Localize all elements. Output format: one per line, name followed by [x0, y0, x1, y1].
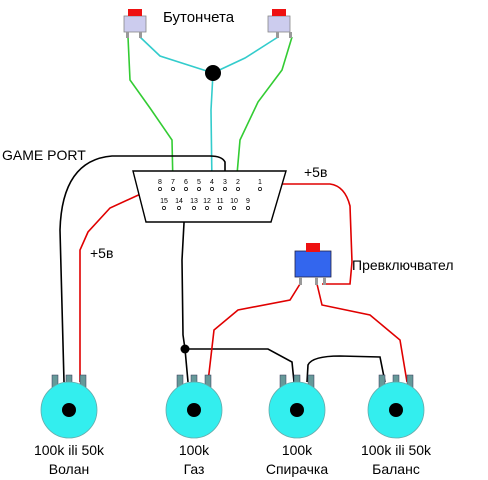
push-button-right — [267, 9, 292, 38]
pin-hole — [210, 187, 214, 191]
pin-label: 9 — [246, 198, 250, 205]
pins-top-row: 8 7 6 5 4 3 2 1 — [158, 179, 262, 191]
pin-label: 6 — [184, 179, 188, 186]
pin-label: 11 — [216, 198, 223, 205]
pin-label: 4 — [210, 179, 214, 186]
push-button-left — [123, 9, 147, 38]
cyan-wire-down — [210, 72, 214, 187]
junction-dot-buttons — [205, 65, 221, 81]
pot-value-label: 100k — [282, 442, 313, 458]
pin-label: 2 — [236, 179, 240, 186]
pin-label: 13 — [190, 198, 198, 205]
game-port-label: GAME PORT — [2, 147, 86, 163]
pot-name-label: Волан — [49, 461, 90, 477]
pin-label: 1 — [258, 179, 262, 186]
toggle-switch — [294, 243, 332, 285]
pin-hole — [197, 187, 201, 191]
black-wire-gas — [181, 185, 189, 383]
pin-label: 14 — [175, 198, 183, 205]
pin-hole — [158, 187, 162, 191]
red-wire-plus5-top — [259, 183, 353, 285]
pin-hole — [162, 206, 166, 210]
pot-shaft — [62, 403, 76, 417]
switch-label: Превключвател — [352, 257, 454, 273]
pin-hole — [223, 187, 227, 191]
pin-label: 7 — [171, 179, 175, 186]
pin-label: 10 — [230, 198, 238, 205]
pin-label: 5 — [197, 179, 201, 186]
green-wire-left — [127, 36, 174, 187]
pin-label: 3 — [223, 179, 227, 186]
black-wire-balance — [306, 355, 386, 383]
pot-shaft — [187, 403, 201, 417]
pin-label: 12 — [203, 198, 211, 205]
plus5-top-label: +5в — [304, 164, 327, 180]
pin-hole — [258, 187, 262, 191]
green-wire-right — [235, 36, 293, 187]
red-wire-switch-balance — [316, 283, 408, 383]
pins-bottom-row: 15 14 13 12 11 10 9 — [160, 198, 250, 210]
pot-name-label: Спирачка — [266, 461, 329, 477]
pot-value-label: 100k ili 50k — [361, 442, 432, 458]
red-wire-plus5-left — [79, 191, 146, 382]
cyan-wire-left — [139, 36, 214, 74]
junction-dot-ground — [180, 344, 190, 354]
pot-value-label: 100k ili 50k — [34, 442, 105, 458]
cyan-wire-right — [212, 36, 279, 74]
pin-hole — [171, 187, 175, 191]
pin-hole — [177, 206, 181, 210]
pin-label: 8 — [158, 179, 162, 186]
pin-hole — [184, 187, 188, 191]
pin-hole — [192, 206, 196, 210]
wires — [59, 36, 408, 383]
pin-hole — [205, 206, 209, 210]
black-wire-common — [185, 348, 295, 383]
pin-hole — [232, 206, 236, 210]
pin-label: 15 — [160, 198, 168, 205]
pin-hole — [246, 206, 250, 210]
pot-shaft — [290, 403, 304, 417]
pot-shaft — [389, 403, 403, 417]
plus5-left-label: +5в — [90, 245, 113, 261]
pin-hole — [218, 206, 222, 210]
black-wire-volan — [59, 155, 226, 383]
buttons-label: Бутончета — [163, 9, 235, 26]
red-wire-switch-gas — [207, 283, 301, 383]
pot-name-label: Баланс — [372, 461, 420, 477]
pin-hole — [236, 187, 240, 191]
potentiometers: 100k ili 50kВолан100kГаз100kСпирачка100k… — [34, 374, 432, 477]
pot-name-label: Газ — [184, 461, 205, 477]
pot-value-label: 100k — [179, 442, 210, 458]
